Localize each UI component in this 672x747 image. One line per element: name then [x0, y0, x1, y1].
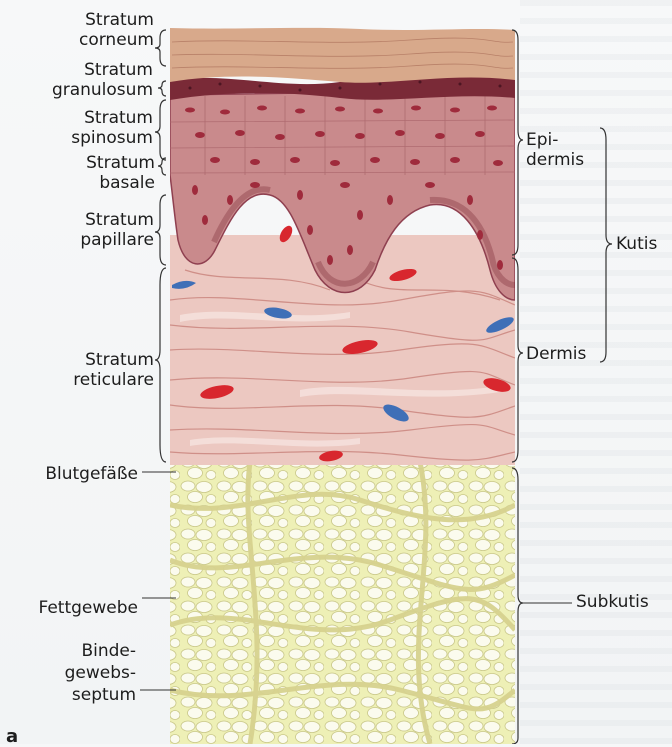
label-subkutis: Subkutis: [576, 592, 672, 612]
left-brackets: [155, 30, 166, 462]
label-epidermis: Epi-dermis: [526, 130, 596, 170]
label-blutgefaesse: Blutgefäße: [14, 464, 138, 484]
stratum-corneum-layer: [170, 28, 515, 83]
label-dermis: Dermis: [526, 344, 596, 364]
label-fettgewebe: Fettgewebe: [14, 598, 138, 618]
label-kutis: Kutis: [616, 234, 672, 254]
subcutis-fat-tissue: [170, 462, 515, 744]
label-bindegewebsseptum: Binde- gewebs- septum: [30, 640, 136, 706]
